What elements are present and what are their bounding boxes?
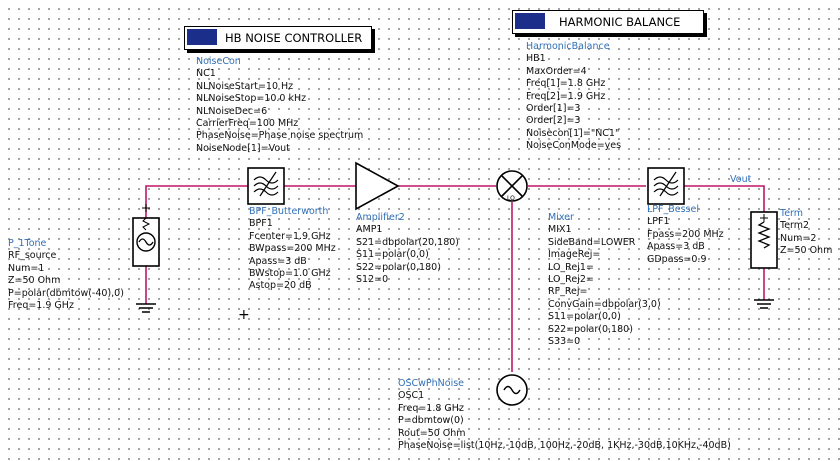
- bpf-butterworth-symbol[interactable]: [247, 167, 285, 205]
- noisecon-type-label: NoiseCon: [196, 56, 241, 67]
- crosshair-cursor: +: [238, 307, 250, 323]
- hb-param: Order[1]=3: [526, 103, 581, 115]
- amp-param: S21=dbpolar(20,180): [356, 236, 460, 248]
- source-type-label: P_1Tone: [8, 238, 47, 249]
- hb-type-label: HarmonicBalance: [526, 41, 610, 52]
- wire-source-to-bpf[interactable]: [145, 185, 248, 218]
- amp-param: S11=polar(0,0): [356, 249, 429, 261]
- mixer-param: ImageRej=: [548, 249, 601, 261]
- noisecon-param: NLNoiseStart=10 Hz: [196, 80, 294, 92]
- mixer-lo-label: LO: [507, 195, 515, 202]
- term-param: Term2: [780, 220, 810, 232]
- harmonic-balance-icon: [515, 13, 545, 29]
- oscillator-symbol[interactable]: [496, 374, 528, 406]
- osc-type-label: OSCwPhNoise: [398, 378, 465, 389]
- ground-term-icon: [754, 299, 774, 309]
- hb-param: Freq[1]=1.8 GHz: [526, 78, 606, 90]
- hb-noise-controller-box[interactable]: HB NOISE CONTROLLER: [184, 26, 372, 50]
- noisecon-param: NC1: [196, 68, 216, 80]
- bpf-param: BPF1: [249, 218, 273, 230]
- hb-param: HB1: [526, 53, 546, 65]
- noisecon-param: NLNoiseDec=6: [196, 105, 268, 117]
- term-param: Z=50 Ohm: [780, 245, 833, 257]
- amplifier-symbol[interactable]: [355, 161, 400, 211]
- term-type-label: Term: [780, 208, 804, 219]
- bpf-param: Astop=20 dB: [249, 280, 312, 292]
- source-param: Freq=1.9 GHz: [8, 300, 74, 312]
- mixer-param: ConvGain=dbpolar(3,0): [548, 298, 661, 310]
- lpf-param: Fpass=200 MHz: [647, 228, 724, 240]
- mixer-param: SideBand=LOWER: [548, 236, 636, 248]
- bpf-type-label: BPF_Butterworth: [249, 206, 329, 217]
- osc-param: OSC1: [398, 390, 425, 402]
- hb-param: Order[2]=3: [526, 115, 581, 127]
- osc-param: Rout=50 Ohm: [398, 427, 466, 439]
- amp-param: S12=0: [356, 274, 389, 286]
- mixer-param: LO_Rej1=: [548, 261, 594, 273]
- osc-param: P=dbmtow(0): [398, 415, 464, 427]
- mixer-param: S22=polar(0,180): [548, 323, 633, 335]
- lpf-param: GDpass=0.9: [647, 253, 707, 265]
- lpf-param: Apass=3 dB: [647, 241, 705, 253]
- noisecon-param: NoiseNode[1]=Vout: [196, 142, 290, 154]
- noisecon-param: NLNoiseStop=10.0 kHz: [196, 93, 307, 105]
- harmonic-balance-box[interactable]: HARMONIC BALANCE: [512, 10, 704, 34]
- bpf-param: BWpass=200 MHz: [249, 243, 336, 255]
- lpf-type-label: LPF_Bessel: [647, 204, 699, 215]
- rf-source-symbol[interactable]: [132, 204, 160, 267]
- hb-param: NoiseConMode=yes: [526, 140, 622, 152]
- mixer-param: LO_Rej2=: [548, 274, 594, 286]
- mixer-param: RF_Rej=: [548, 286, 588, 298]
- lpf-bessel-symbol[interactable]: [647, 167, 685, 205]
- bpf-param: Fcenter=1.9 GHz: [249, 230, 331, 242]
- source-param: P=polar(dbmtow(-40),0): [8, 287, 124, 299]
- mixer-param: MIX1: [548, 224, 572, 236]
- harmonic-balance-title: HARMONIC BALANCE: [559, 15, 681, 29]
- mixer-param: S33=0: [548, 336, 581, 348]
- noisecon-param: CarrierFreq=100 MHz: [196, 118, 299, 130]
- hb-param: Freq[2]=1.9 GHz: [526, 90, 606, 102]
- hb-param: MaxOrder=4: [526, 65, 587, 77]
- ground-source-icon: [136, 303, 156, 313]
- mixer-param: S11=polar(0,0): [548, 311, 621, 323]
- source-param: Z=50 Ohm: [8, 275, 61, 287]
- term-param: Num=2: [780, 232, 817, 244]
- source-param: RF_source: [8, 250, 57, 262]
- noisecon-param: PhaseNoise=Phase noise spectrum: [196, 130, 364, 142]
- amp-param: AMP1: [356, 224, 383, 236]
- lpf-param: LPF1: [647, 216, 670, 228]
- bpf-param: BWstop=1.0 GHz: [249, 268, 331, 280]
- bpf-param: Apass=3 dB: [249, 255, 307, 267]
- source-param: Num=1: [8, 262, 45, 274]
- osc-param: PhaseNoise=list(10Hz,-10dB, 100Hz,-20dB,…: [398, 440, 731, 452]
- osc-param: Freq=1.8 GHz: [398, 402, 464, 414]
- term-symbol[interactable]: [750, 211, 778, 269]
- vout-node-label: Vout: [730, 174, 752, 185]
- hb-param: Noisecon[1]="NC1": [526, 127, 620, 139]
- amp-type-label: Amplifier2: [356, 212, 405, 223]
- mixer-type-label: Mixer: [548, 212, 574, 223]
- hb-noise-controller-icon: [187, 29, 217, 45]
- amp-param: S22=polar(0,180): [356, 261, 441, 273]
- mixer-symbol[interactable]: LO: [496, 170, 528, 202]
- hb-noise-controller-title: HB NOISE CONTROLLER: [225, 31, 363, 45]
- wire-lpf-to-term[interactable]: [684, 185, 765, 212]
